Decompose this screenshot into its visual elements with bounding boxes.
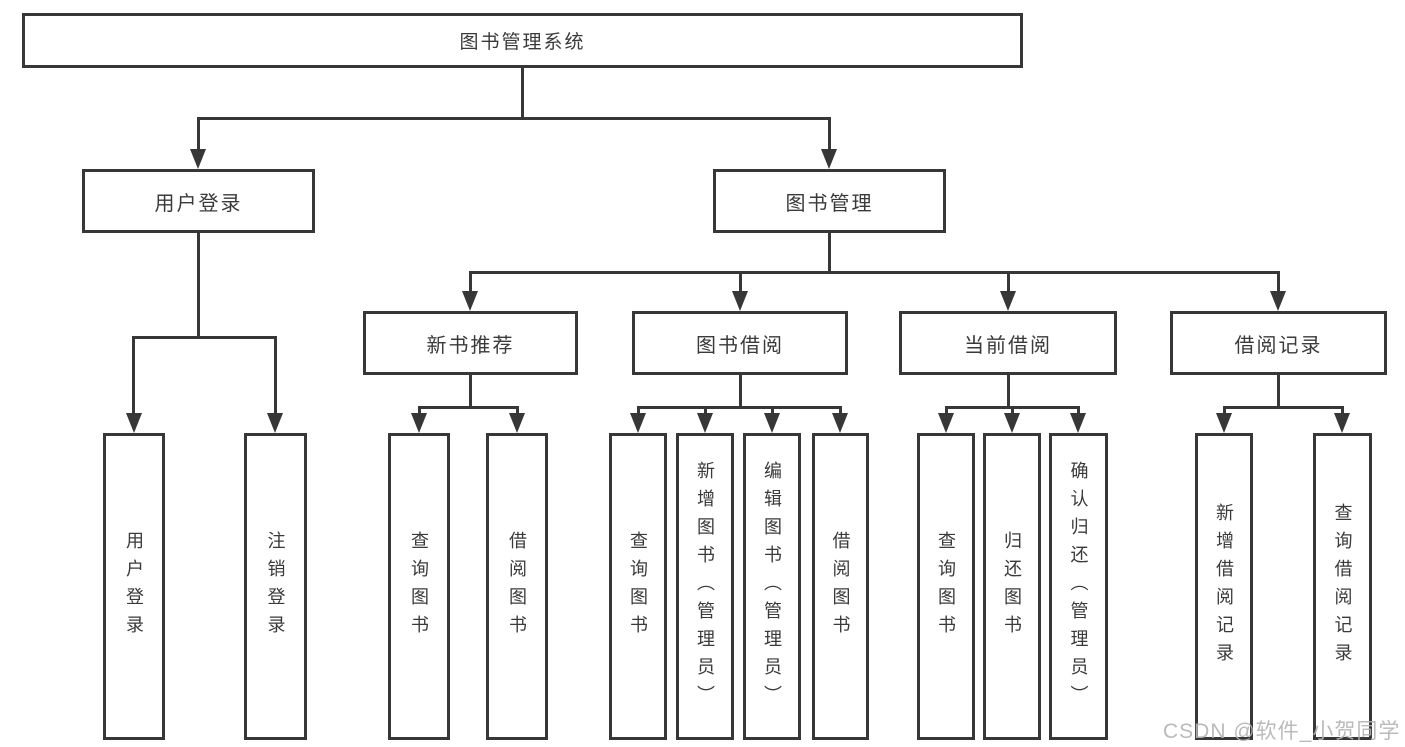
leaf-label: 注销登录 (265, 530, 286, 643)
arrow-down-icon (1000, 291, 1016, 311)
connector-leaf-stem (1077, 406, 1080, 415)
leaf-label: 查询图书 (628, 530, 648, 643)
arrow-down-icon (832, 413, 848, 433)
leaf-bb-query-books: 查询图书 (609, 433, 667, 740)
connector-to-user-login (197, 117, 200, 151)
leaf-label: 查询图书 (409, 530, 429, 643)
connector-cb-stem (1007, 375, 1010, 409)
connector-leaf-stem (1223, 406, 1226, 415)
node-root: 图书管理系统 (22, 13, 1023, 68)
connector-to-leaf-logout (274, 336, 277, 415)
connector-bb-stem (739, 375, 742, 409)
arrow-down-icon (267, 413, 283, 433)
connector-br-stem (1277, 375, 1280, 409)
leaf-label: 借阅图书 (507, 530, 527, 643)
arrow-down-icon (1270, 291, 1286, 311)
leaf-label: 查询图书 (936, 530, 956, 643)
leaf-label: 借阅图书 (830, 530, 851, 643)
leaf-label: 用户登录 (124, 530, 144, 643)
arrow-down-icon (1070, 413, 1086, 433)
connector-to-new-book-recommend (469, 271, 472, 293)
leaf-label: 编辑图书（管理员） (762, 460, 782, 713)
node-book-management: 图书管理 (713, 169, 946, 233)
arrow-down-icon (1216, 413, 1232, 433)
arrow-down-icon (462, 291, 478, 311)
connector-user-login-stem (197, 233, 200, 338)
connector-leaf-stem (418, 406, 421, 415)
leaf-bb-borrow-books: 借阅图书 (812, 433, 869, 740)
connector-leaf-stem (945, 406, 948, 415)
arrow-down-icon (126, 413, 142, 433)
arrow-down-icon (411, 413, 427, 433)
arrow-down-icon (1004, 413, 1020, 433)
node-borrow-records: 借阅记录 (1170, 311, 1387, 375)
connector-leaf-stem (637, 406, 640, 415)
arrow-down-icon (821, 149, 837, 169)
connector-leaf-stem (839, 406, 842, 415)
leaf-cb-return-books: 归还图书 (983, 433, 1041, 740)
node-user-login: 用户登录 (82, 169, 315, 233)
connector-to-book-borrow (739, 271, 742, 293)
connector-nbr-stem (469, 375, 472, 409)
connector-book-mgmt-stem (828, 233, 831, 274)
arrow-down-icon (190, 149, 206, 169)
arrow-down-icon (630, 413, 646, 433)
connector-to-leaf-user-login (132, 336, 135, 415)
node-new-book-recommend: 新书推荐 (363, 311, 578, 375)
leaf-label: 确认归还（管理员） (1068, 460, 1089, 713)
leaf-cb-confirm-return-admin: 确认归还（管理员） (1049, 433, 1108, 740)
leaf-br-add-record: 新增借阅记录 (1195, 433, 1253, 740)
leaf-user-login: 用户登录 (103, 433, 165, 740)
connector-to-borrow-records (1277, 271, 1280, 293)
connector-leaf-stem (1011, 406, 1014, 415)
connector-l2-rail (197, 117, 831, 120)
arrow-down-icon (732, 291, 748, 311)
leaf-nbr-query-books: 查询图书 (388, 433, 450, 740)
arrow-down-icon (509, 413, 525, 433)
leaf-nbr-borrow-books: 借阅图书 (486, 433, 548, 740)
leaf-bb-edit-books-admin: 编辑图书（管理员） (743, 433, 801, 740)
leaf-label: 查询借阅记录 (1332, 502, 1353, 671)
connector-leaf-stem (516, 406, 519, 415)
connector-leaf-stem (1341, 406, 1344, 415)
connector-user-login-rail (133, 336, 277, 339)
arrow-down-icon (764, 413, 780, 433)
arrow-down-icon (697, 413, 713, 433)
leaf-bb-add-books-admin: 新增图书（管理员） (676, 433, 734, 740)
node-book-borrow: 图书借阅 (632, 311, 848, 375)
csdn-watermark: CSDN @软件_小贺同学 (1163, 720, 1401, 743)
connector-l3-rail (469, 271, 1280, 274)
leaf-label: 新增借阅记录 (1214, 502, 1234, 671)
connector-leaf-stem (704, 406, 707, 415)
arrow-down-icon (938, 413, 954, 433)
connector-to-book-management (828, 117, 831, 151)
leaf-label: 归还图书 (1002, 530, 1022, 643)
connector-to-current-borrow (1007, 271, 1010, 293)
connector-br-rail (1223, 406, 1344, 409)
node-current-borrow: 当前借阅 (899, 311, 1117, 375)
leaf-logout: 注销登录 (244, 433, 307, 740)
connector-leaf-stem (771, 406, 774, 415)
connector-bb-rail (637, 406, 842, 409)
connector-nbr-rail (418, 406, 519, 409)
leaf-br-query-record: 查询借阅记录 (1313, 433, 1372, 740)
connector-root-stem (521, 68, 524, 120)
arrow-down-icon (1334, 413, 1350, 433)
leaf-cb-query-books: 查询图书 (917, 433, 975, 740)
leaf-label: 新增图书（管理员） (695, 460, 715, 713)
